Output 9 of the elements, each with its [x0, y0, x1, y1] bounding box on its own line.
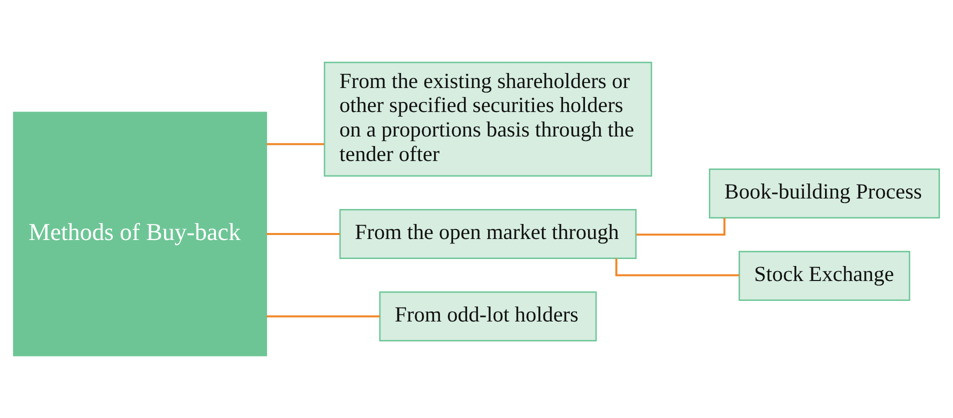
node-box: Methods of Buy-back: [13, 112, 268, 356]
connector: [266, 315, 380, 318]
node-box: Stock Exchange: [738, 250, 910, 301]
connector: [266, 143, 324, 146]
node-box: From the open market through: [339, 209, 637, 259]
node-box: Book-building Process: [708, 168, 940, 218]
connector: [266, 232, 340, 235]
node-box: From the existing shareholders or other specified securities holders on a proportions basis through the tender ofter: [324, 62, 652, 177]
node-box: From odd-lot holders: [379, 291, 597, 342]
